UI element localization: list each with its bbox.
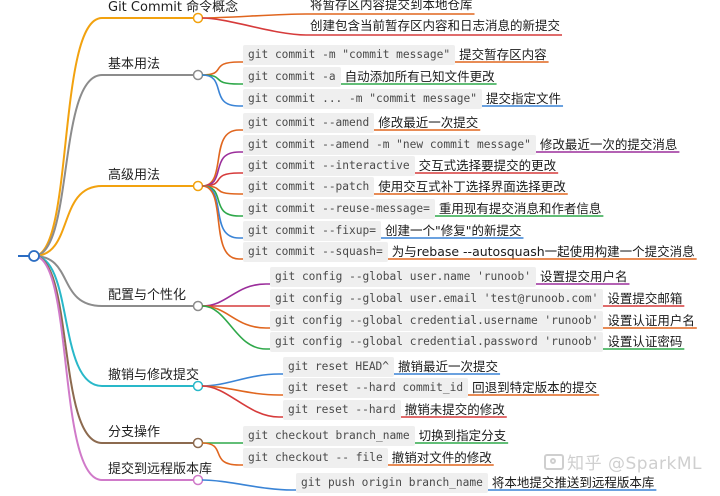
leaf-description: 设置认证用户名 xyxy=(607,313,695,328)
camera-icon xyxy=(544,454,565,470)
leaf-node: git commit -m "commit message"提交暂存区内容 xyxy=(243,45,547,65)
leaf-description: 重用现有提交消息和作者信息 xyxy=(438,201,602,216)
root-circle xyxy=(28,250,40,262)
watermark: 知乎 @SparkML xyxy=(544,449,702,474)
leaf-command: git commit --squash= xyxy=(243,242,388,262)
leaf-description: 创建一个"修复"的新提交 xyxy=(384,223,522,238)
leaf-command: git commit --interactive xyxy=(243,156,415,176)
leaf-connector xyxy=(201,442,240,466)
leaf-description: 修改最近一次的提交消息 xyxy=(539,137,678,152)
branch-junction-circle xyxy=(192,69,204,81)
leaf-node: git commit --reuse-message=重用现有提交消息和作者信息 xyxy=(243,199,601,219)
leaf-description: 交互式选择要提交的更改 xyxy=(418,158,557,173)
branch-junction-circle xyxy=(192,180,204,192)
leaf-connector xyxy=(201,17,307,36)
leaf-connector xyxy=(201,74,240,107)
leaf-description: 设置提交邮箱 xyxy=(607,291,683,306)
root-branch-connector xyxy=(33,185,103,257)
leaf-connector xyxy=(201,185,240,260)
leaf-connector xyxy=(201,305,267,329)
leaf-connector xyxy=(201,283,267,307)
leaf-description: 撤销对文件的修改 xyxy=(391,450,492,465)
leaf-description: 为与rebase --autosquash一起使用构建一个提交消息 xyxy=(391,244,695,259)
leaf-description: 创建包含当前暂存区内容和日志消息的新提交 xyxy=(310,18,561,33)
branch-label: Git Commit 命令概念 xyxy=(108,0,239,15)
leaf-connector xyxy=(201,373,280,387)
leaf-connector xyxy=(201,479,293,491)
branch-junction-circle xyxy=(192,300,204,312)
leaf-description: 回退到特定版本的提交 xyxy=(472,380,598,395)
root-branch-connector xyxy=(33,255,103,387)
leaf-command: git checkout branch_name xyxy=(243,426,415,446)
leaf-node: 创建包含当前暂存区内容和日志消息的新提交 xyxy=(310,18,560,35)
leaf-command: git config --global credential.username … xyxy=(270,311,604,331)
leaf-description: 设置提交用户名 xyxy=(539,269,628,284)
leaf-command: git checkout -- file xyxy=(243,448,388,468)
leaf-node: git reset HEAD^撤销最近一次提交 xyxy=(283,357,498,377)
branch-label: 配置与个性化 xyxy=(108,288,187,303)
leaf-description: 修改最近一次提交 xyxy=(378,115,479,130)
leaf-command: git config --global credential.password … xyxy=(270,332,604,352)
leaf-description: 将本地提交推送到远程版本库 xyxy=(491,475,655,490)
branch-label: 提交到远程版本库 xyxy=(108,462,213,477)
root-branch-connector xyxy=(33,17,103,257)
root-branch-connector xyxy=(33,74,103,257)
leaf-description: 使用交互式补丁选择界面选择更改 xyxy=(378,179,566,194)
branch-label: 高级用法 xyxy=(108,168,161,183)
leaf-description: 切换到指定分支 xyxy=(418,428,507,443)
leaf-connector xyxy=(201,151,240,187)
leaf-description: 撤销未提交的修改 xyxy=(404,402,505,417)
branch-label: 分支操作 xyxy=(108,425,161,440)
leaf-command: git reset --hard commit_id xyxy=(283,378,469,398)
leaf-node: git commit --fixup=创建一个"修复"的新提交 xyxy=(243,221,521,241)
leaf-node: git commit --squash=为与rebase --autosquas… xyxy=(243,242,695,262)
leaf-description: 提交暂存区内容 xyxy=(459,47,547,62)
leaf-node: git commit --amend -m "new commit messag… xyxy=(243,135,677,155)
leaf-connector xyxy=(201,305,267,350)
leaf-connector xyxy=(201,61,240,76)
leaf-command: git commit --patch xyxy=(243,177,375,197)
leaf-command: git reset HEAD^ xyxy=(283,357,395,377)
branch-label: 基本用法 xyxy=(108,57,161,72)
leaf-description: 设置认证密码 xyxy=(607,334,683,349)
leaf-node: git config --global credential.password … xyxy=(270,332,682,352)
leaf-description: 撤销最近一次提交 xyxy=(398,359,499,374)
leaf-command: git commit --amend -m "new commit messag… xyxy=(243,135,536,155)
root-branch-connector xyxy=(33,255,103,481)
leaf-command: git commit -m "commit message" xyxy=(243,45,456,65)
leaf-command: git push origin branch_name xyxy=(296,473,488,493)
leaf-node: git config --global user.email 'test@run… xyxy=(270,289,682,309)
leaf-command: git commit --reuse-message= xyxy=(243,199,435,219)
leaf-command: git commit --fixup= xyxy=(243,221,381,241)
leaf-command: git config --global user.email 'test@run… xyxy=(270,289,604,309)
leaf-connector xyxy=(201,385,280,418)
branch-label: 撤销与修改提交 xyxy=(108,368,200,383)
branch-junction-circle xyxy=(192,437,204,449)
watermark-text: 知乎 @SparkML xyxy=(567,454,702,474)
leaf-node: git commit ... -m "commit message"提交指定文件 xyxy=(243,89,561,109)
leaf-node: git config --global user.name 'runoob'设置… xyxy=(270,267,627,287)
leaf-node: 将暂存区内容提交到本地仓库 xyxy=(310,0,473,14)
leaf-command: git commit --amend xyxy=(243,113,375,133)
leaf-command: git commit -a xyxy=(243,67,341,87)
leaf-command: git commit ... -m "commit message" xyxy=(243,89,483,109)
leaf-node: git config --global credential.username … xyxy=(270,311,695,331)
root-branch-connector xyxy=(33,255,103,307)
leaf-command: git reset --hard xyxy=(283,400,401,420)
leaf-description: 自动添加所有已知文件更改 xyxy=(344,69,495,84)
leaf-description: 将暂存区内容提交到本地仓库 xyxy=(310,0,473,12)
leaf-command: git config --global user.name 'runoob' xyxy=(270,267,536,287)
leaf-description: 提交指定文件 xyxy=(486,91,562,106)
